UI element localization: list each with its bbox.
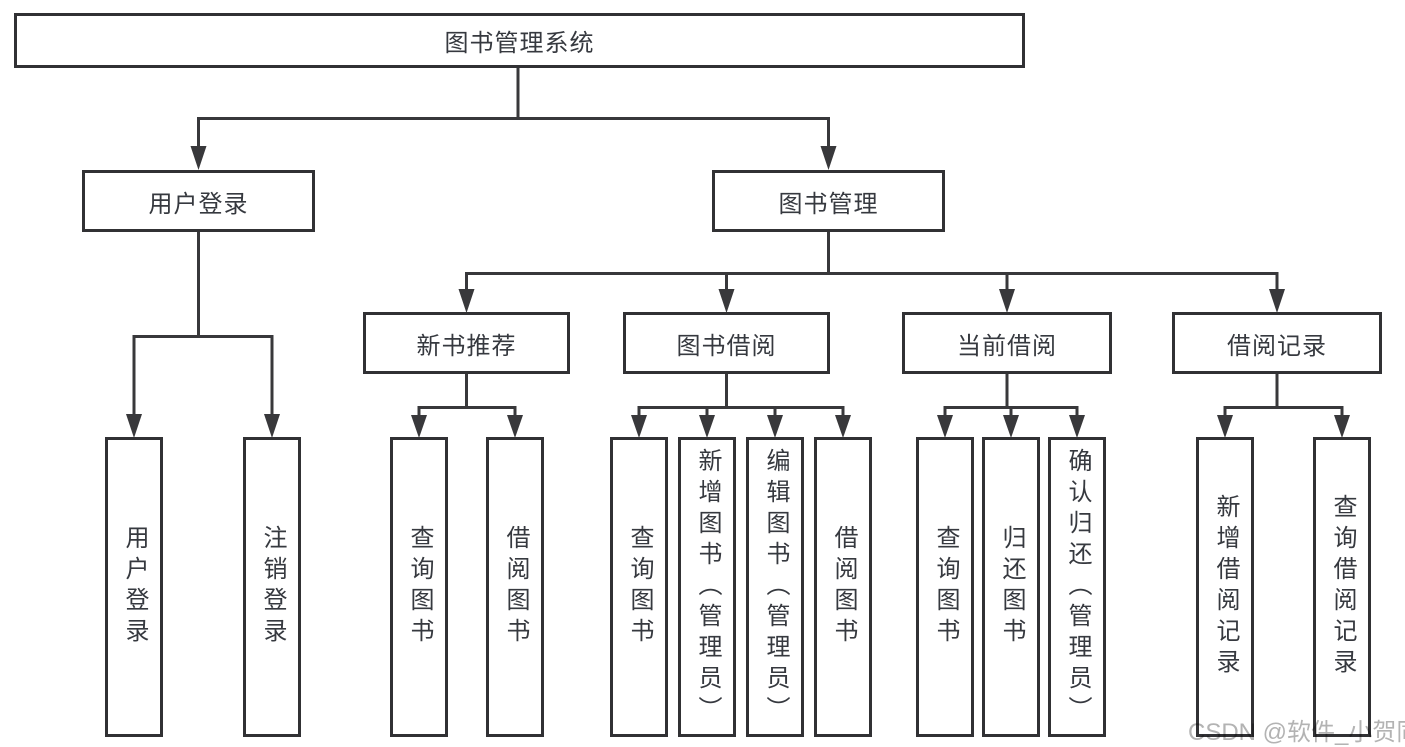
leaf-query-books: 查询图书	[390, 437, 448, 737]
leaf-label: 新增借阅记录	[1212, 494, 1239, 680]
leaf-query-books: 查询图书	[610, 437, 668, 737]
node-borrowing-records: 借阅记录	[1172, 312, 1382, 374]
node-new-book-recommend: 新书推荐	[363, 312, 570, 374]
leaf-label: 确认归还（管理员）	[1064, 447, 1091, 727]
leaf-label: 编辑图书（管理员）	[762, 447, 789, 727]
leaf-label: 查询图书	[932, 525, 959, 649]
leaf-label: 新增图书（管理员）	[694, 447, 721, 727]
leaf-add-books-admin: 新增图书（管理员）	[678, 437, 736, 737]
node-user-login: 用户登录	[82, 170, 315, 232]
node-book-borrowing: 图书借阅	[623, 312, 830, 374]
leaf-label: 归还图书	[998, 525, 1025, 649]
leaf-edit-books-admin: 编辑图书（管理员）	[746, 437, 804, 737]
leaf-confirm-return-admin: 确认归还（管理员）	[1048, 437, 1106, 737]
leaf-return-books: 归还图书	[982, 437, 1040, 737]
leaf-query-borrow-record: 查询借阅记录	[1313, 437, 1371, 737]
leaf-query-books: 查询图书	[916, 437, 974, 737]
leaf-logout: 注销登录	[243, 437, 301, 737]
leaf-label: 用户登录	[121, 525, 148, 649]
leaf-borrow-books: 借阅图书	[486, 437, 544, 737]
leaf-user-login: 用户登录	[105, 437, 163, 737]
csdn-watermark: CSDN @软件_小贺同学	[1188, 719, 1405, 746]
node-book-management: 图书管理	[712, 170, 945, 232]
leaf-label: 查询图书	[626, 525, 653, 649]
node-current-borrowing: 当前借阅	[902, 312, 1112, 374]
leaf-borrow-books: 借阅图书	[814, 437, 872, 737]
leaf-label: 查询图书	[406, 525, 433, 649]
leaf-label: 借阅图书	[830, 525, 857, 649]
leaf-label: 注销登录	[259, 525, 286, 649]
node-root-system: 图书管理系统	[14, 13, 1025, 68]
leaf-add-borrow-record: 新增借阅记录	[1196, 437, 1254, 737]
arrowhead-icons	[126, 146, 1350, 438]
leaf-label: 借阅图书	[502, 525, 529, 649]
leaf-label: 查询借阅记录	[1329, 494, 1356, 680]
